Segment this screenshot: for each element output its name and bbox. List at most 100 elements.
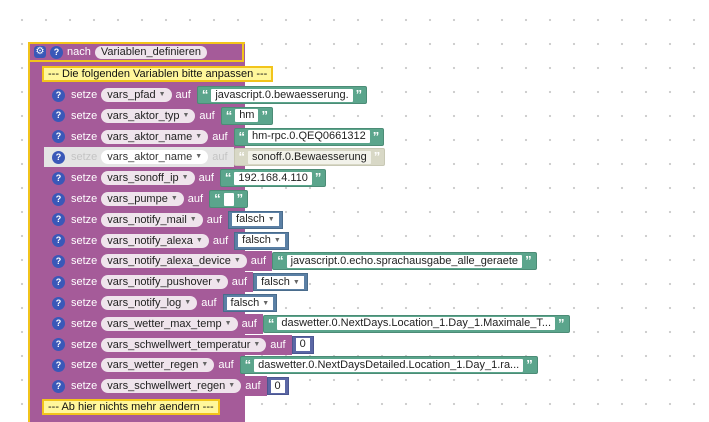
string-block[interactable]: “192.168.4.110” bbox=[219, 169, 327, 188]
string-block[interactable]: “sonoff.0.Bewaesserung” bbox=[233, 148, 386, 167]
help-icon[interactable]: ? bbox=[52, 338, 65, 352]
string-value[interactable]: daswetter.0.NextDays.Location_1.Day_1.Ma… bbox=[277, 317, 555, 331]
procedure-name-field[interactable]: Variablen_definieren bbox=[94, 45, 207, 59]
string-value[interactable]: 192.168.4.110 bbox=[234, 171, 312, 185]
set-keyword: setze bbox=[71, 234, 98, 247]
variable-dropdown[interactable]: vars_wetter_regen▼ bbox=[101, 358, 215, 373]
gear-icon[interactable]: ⚙ bbox=[34, 46, 46, 58]
string-value[interactable]: javascript.0.echo.sprachausgabe_alle_ger… bbox=[286, 254, 523, 268]
string-block[interactable]: “javascript.0.echo.sprachausgabe_alle_ge… bbox=[272, 252, 537, 271]
help-icon[interactable]: ? bbox=[52, 109, 65, 123]
number-block[interactable]: 0 bbox=[266, 377, 289, 396]
variable-dropdown[interactable]: vars_pumpe▼ bbox=[101, 192, 184, 206]
help-icon[interactable]: ? bbox=[52, 234, 65, 248]
boolean-dropdown[interactable]: falsch▼ bbox=[232, 213, 279, 227]
variable-dropdown[interactable]: vars_notify_mail▼ bbox=[101, 212, 203, 227]
boolean-block[interactable]: falsch▼ bbox=[253, 273, 308, 292]
help-icon[interactable]: ? bbox=[50, 45, 63, 59]
number-block[interactable]: 0 bbox=[291, 335, 314, 354]
help-icon[interactable]: ? bbox=[52, 358, 65, 372]
string-block[interactable]: “hm-rpc.0.QEQ0661312” bbox=[233, 127, 385, 146]
help-icon[interactable]: ? bbox=[52, 192, 65, 206]
string-value[interactable] bbox=[223, 192, 234, 206]
help-icon[interactable]: ? bbox=[52, 213, 65, 227]
variable-dropdown[interactable]: vars_notify_alexa▼ bbox=[101, 233, 209, 248]
string-block[interactable]: “” bbox=[209, 190, 249, 208]
comment-bottom[interactable]: --- Ab hier nichts mehr aendern --- bbox=[42, 399, 220, 415]
string-block[interactable]: “daswetter.0.NextDays.Location_1.Day_1.M… bbox=[262, 314, 570, 333]
number-value[interactable]: 0 bbox=[295, 338, 310, 352]
boolean-block[interactable]: falsch▼ bbox=[228, 210, 283, 229]
number-value[interactable]: 0 bbox=[270, 379, 285, 393]
help-icon[interactable]: ? bbox=[52, 379, 65, 393]
chevron-down-icon: ▼ bbox=[170, 195, 178, 202]
string-value[interactable]: daswetter.0.NextDaysDetailed.Location_1.… bbox=[254, 358, 524, 372]
variable-dropdown[interactable]: vars_aktor_name▼ bbox=[101, 150, 209, 165]
string-value[interactable]: javascript.0.bewaesserung. bbox=[211, 88, 353, 102]
help-icon[interactable]: ? bbox=[52, 296, 65, 310]
variable-dropdown[interactable]: vars_notify_log▼ bbox=[101, 296, 198, 310]
help-icon[interactable]: ? bbox=[52, 88, 65, 102]
help-icon[interactable]: ? bbox=[52, 275, 65, 289]
help-icon[interactable]: ? bbox=[52, 171, 65, 185]
string-block[interactable]: “javascript.0.bewaesserung.” bbox=[196, 86, 368, 104]
variable-dropdown[interactable]: vars_notify_pushover▼ bbox=[101, 275, 228, 290]
string-block[interactable]: “hm” bbox=[220, 106, 273, 125]
boolean-dropdown[interactable]: falsch▼ bbox=[238, 234, 285, 248]
procedure-header[interactable]: ⚙ ? nach Variablen_definieren bbox=[30, 44, 244, 62]
chevron-down-icon: ▼ bbox=[189, 215, 197, 223]
variable-dropdown[interactable]: vars_schwellwert_temperatur▼ bbox=[101, 337, 267, 352]
help-icon[interactable]: ? bbox=[52, 130, 65, 144]
comment-top[interactable]: --- Die folgenden Variablen bitte anpass… bbox=[42, 66, 274, 82]
string-value[interactable]: hm bbox=[235, 109, 259, 123]
string-value[interactable]: hm-rpc.0.QEQ0661312 bbox=[248, 130, 370, 144]
boolean-dropdown[interactable]: falsch▼ bbox=[257, 275, 304, 289]
boolean-block[interactable]: falsch▼ bbox=[222, 294, 278, 312]
variable-dropdown[interactable]: vars_wetter_max_temp▼ bbox=[101, 316, 238, 331]
variable-dropdown[interactable]: vars_pfad▼ bbox=[101, 88, 172, 102]
string-value[interactable]: sonoff.0.Bewaesserung bbox=[248, 150, 371, 164]
variable-dropdown[interactable]: vars_aktor_name▼ bbox=[101, 129, 209, 144]
help-icon[interactable]: ? bbox=[52, 254, 65, 268]
string-block[interactable]: “daswetter.0.NextDaysDetailed.Location_1… bbox=[239, 356, 538, 375]
variable-dropdown[interactable]: vars_sonoff_ip▼ bbox=[101, 171, 195, 186]
help-icon[interactable]: ? bbox=[52, 317, 65, 331]
boolean-block[interactable]: falsch▼ bbox=[234, 231, 289, 250]
variable-dropdown[interactable]: vars_notify_alexa_device▼ bbox=[101, 254, 247, 269]
boolean-dropdown[interactable]: falsch▼ bbox=[226, 296, 274, 310]
variable-dropdown[interactable]: vars_schwellwert_regen▼ bbox=[101, 379, 242, 394]
variable-dropdown[interactable]: vars_aktor_typ▼ bbox=[101, 108, 196, 123]
help-icon[interactable]: ? bbox=[52, 150, 65, 164]
